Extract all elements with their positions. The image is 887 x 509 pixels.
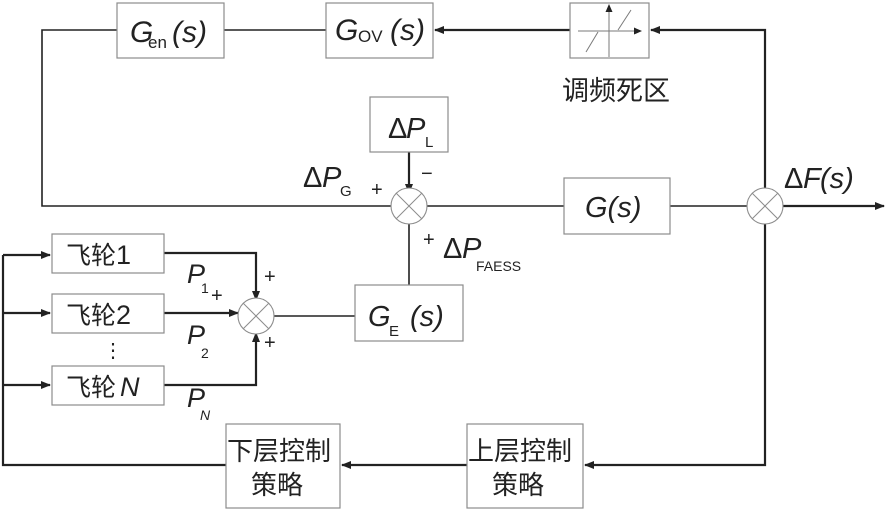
gov-symbol: G xyxy=(335,14,358,47)
block-ge: G E (s) xyxy=(354,284,464,342)
label-delta-pg: Δ P G xyxy=(303,162,352,200)
block-flywheel-2: 飞轮 2 xyxy=(51,293,165,334)
block-deadband xyxy=(569,2,650,59)
sign-fw-left: + xyxy=(211,285,223,307)
ge-arg: (s) xyxy=(410,301,444,333)
sum-junction-flywheels xyxy=(237,297,275,335)
upper-ctrl-line2: 策略 xyxy=(492,471,544,501)
dpfaess-symbol: P xyxy=(462,233,482,265)
p2-symbol: P xyxy=(187,320,205,350)
deadband-line-low xyxy=(585,31,599,53)
ge-symbol: G xyxy=(368,301,391,333)
dpfaess-delta: Δ xyxy=(443,233,462,265)
block-upper-control: 上层控制 策略 xyxy=(466,423,584,509)
gov-arg: (s) xyxy=(390,14,425,47)
fwn-index: N xyxy=(120,372,140,402)
fw2-index: 2 xyxy=(116,300,131,330)
load-symbol: P xyxy=(406,113,426,145)
wire-to-upper-ctrl xyxy=(584,219,767,469)
label-p2: P 2 xyxy=(187,320,209,361)
dpfaess-subscript: FAESS xyxy=(476,258,521,274)
p1-subscript: 1 xyxy=(201,280,209,296)
gen-symbol: G xyxy=(130,16,153,49)
sign-main-left: + xyxy=(371,179,383,201)
pn-symbol: P xyxy=(187,383,205,413)
fw2-prefix: 飞轮 xyxy=(66,301,116,330)
p2-subscript: 2 xyxy=(201,345,209,361)
block-load: Δ P L xyxy=(369,96,449,153)
block-lower-control: 下层控制 策略 xyxy=(225,423,341,509)
dpg-delta: Δ xyxy=(303,162,322,194)
block-flywheel-1: 飞轮 1 xyxy=(51,233,165,274)
wire-lower-to-bus xyxy=(1,255,226,467)
wire-fw1-to-sum xyxy=(164,251,260,301)
label-p1: P 1 xyxy=(187,259,209,296)
output-arg: (s) xyxy=(820,163,854,195)
pn-subscript: N xyxy=(200,407,211,423)
lower-ctrl-line2: 策略 xyxy=(251,471,303,501)
fw1-index: 1 xyxy=(116,240,131,270)
lower-ctrl-line1: 下层控制 xyxy=(227,437,331,467)
wire-gen-to-sum xyxy=(41,29,396,207)
block-grid: G(s) xyxy=(563,177,671,235)
p1-symbol: P xyxy=(187,259,205,289)
gen-arg: (s) xyxy=(172,16,207,49)
load-delta: Δ xyxy=(388,113,407,145)
upper-ctrl-line1: 上层控制 xyxy=(468,437,572,467)
flywheel-ellipsis: ⋮ xyxy=(103,340,123,362)
wire-fwn-to-sum xyxy=(164,332,260,387)
sign-main-bottom: + xyxy=(423,229,435,251)
sign-main-top: − xyxy=(421,163,433,185)
label-pn: P N xyxy=(187,383,211,423)
sign-fw-bottom: + xyxy=(264,332,276,354)
ge-subscript: E xyxy=(389,323,399,340)
gov-subscript: OV xyxy=(358,27,383,46)
deadband-line-high xyxy=(617,9,632,31)
label-output-delta-f: Δ F (s) xyxy=(784,163,854,195)
deadband-label: 调频死区 xyxy=(562,76,670,107)
block-gov: G OV (s) xyxy=(325,2,434,59)
fw1-prefix: 飞轮 xyxy=(66,241,116,270)
load-subscript: L xyxy=(425,134,433,151)
output-symbol: F xyxy=(803,163,823,195)
dpg-subscript: G xyxy=(340,183,352,200)
label-delta-pfaess: Δ P FAESS xyxy=(443,233,521,274)
wire-feedback-to-deadband xyxy=(650,26,767,198)
grid-label: G(s) xyxy=(585,192,641,224)
block-flywheel-n: 飞轮 N xyxy=(51,365,165,406)
output-delta: Δ xyxy=(784,163,803,195)
sum-junction-main xyxy=(390,187,428,225)
block-gen: G en (s) xyxy=(116,2,225,59)
sum-junction-output xyxy=(746,187,784,225)
dpg-symbol: P xyxy=(322,162,342,194)
sign-fw-top: + xyxy=(264,266,276,288)
gen-subscript: en xyxy=(148,33,167,52)
fwn-prefix: 飞轮 xyxy=(66,373,116,402)
